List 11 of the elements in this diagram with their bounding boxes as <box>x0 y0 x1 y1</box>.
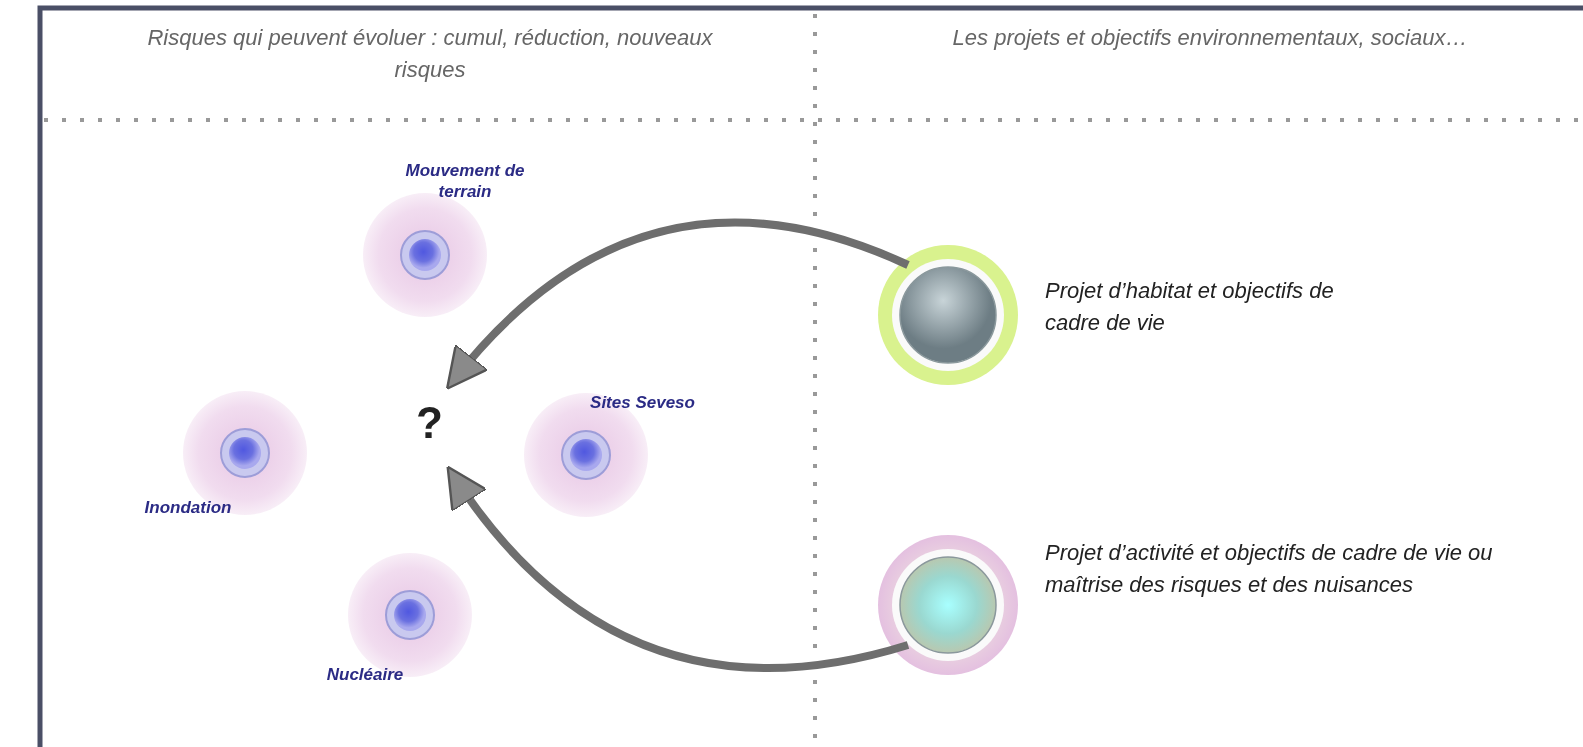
risk-label: Mouvement de terrain <box>404 160 526 202</box>
curved-arrow <box>446 465 910 672</box>
project-label: Projet d’habitat et objectifs de cadre de vie <box>1045 277 1335 337</box>
curved-arrow <box>445 218 910 390</box>
risk-label: Inondation <box>143 497 233 518</box>
risk-label: Sites Seveso <box>589 392 696 413</box>
risk-label: Nucléaire <box>325 664 405 685</box>
question-mark: ? <box>416 398 443 448</box>
project-label: Projet d’activité et objectifs de cadre de vie ou maîtrise des risques et des nuisances <box>1045 539 1494 599</box>
column-heading: Risques qui peuvent évoluer : cumul, réduction, nouveaux risques <box>146 24 714 84</box>
column-heading: Les projets et objectifs environnementaux, sociaux… <box>951 24 1469 52</box>
